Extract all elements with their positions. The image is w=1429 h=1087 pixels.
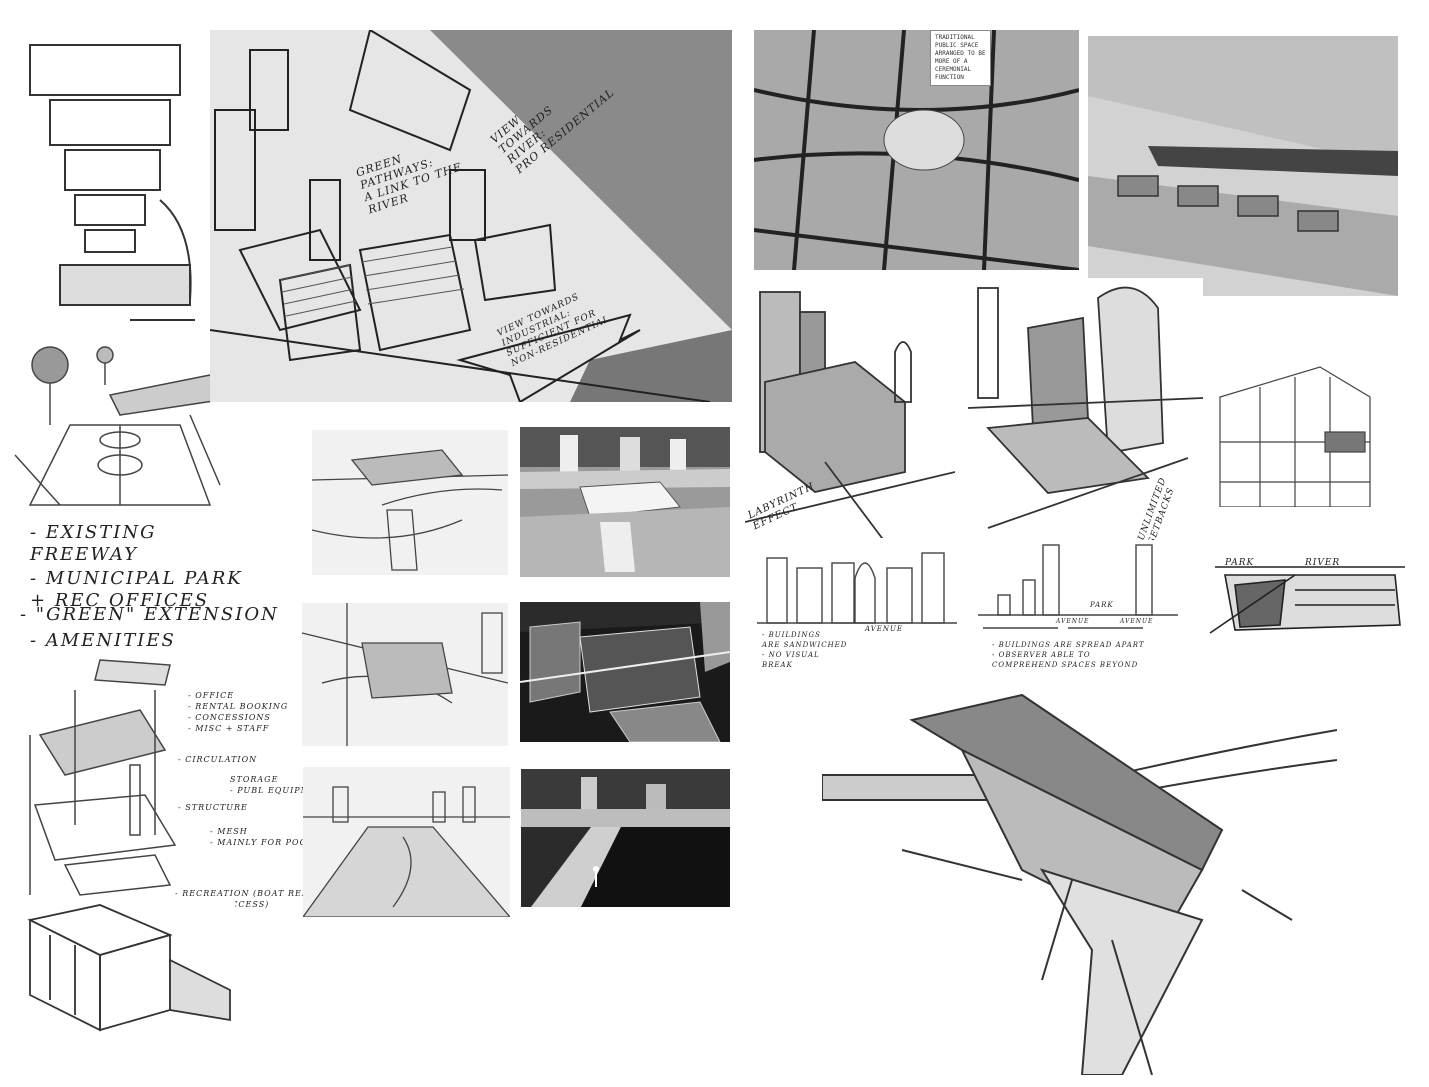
note-traditional-park: TRADITIONAL PUBLIC SPACE ARRANGED TO BE … <box>930 30 991 86</box>
note-avenue-3: AVENUE <box>1120 618 1154 625</box>
freeway-river-render-1 <box>520 427 730 577</box>
note-municipal-park: - MUNICIPAL PARK + REC OFFICES <box>30 568 243 611</box>
bridge-park-perspective-sketch <box>822 680 1337 1075</box>
note-green-extension: - "GREEN" EXTENSION <box>20 604 279 625</box>
historic-corner-sketch <box>745 282 955 542</box>
note-park-arrow: PARK <box>1225 558 1255 568</box>
note-avenue-2: AVENUE <box>1056 618 1090 625</box>
park-court-sketch <box>10 335 235 515</box>
note-office: - OFFICE - RENTAL BOOKING - CONCESSIONS … <box>188 691 289 733</box>
tower-cluster-sketch <box>968 278 1203 533</box>
city-grid-park-sketch <box>754 30 1079 270</box>
note-storage: STORAGE - PUBL EQUIPMENT <box>230 775 332 795</box>
freeway-river-sketch-1 <box>312 430 508 575</box>
pavilion-box-sketch <box>20 900 235 1040</box>
note-spread-apart: - BUILDINGS ARE SPREAD APART - OBSERVER … <box>992 641 1145 669</box>
note-amenities: - AMENITIES <box>30 630 176 651</box>
street-grid-plan-sketch <box>1215 352 1375 507</box>
sandwiched-section-sketch <box>757 538 957 638</box>
river-walk-render <box>521 769 730 907</box>
freeway-perspective-sketch <box>10 40 200 340</box>
freeway-river-sketch-2 <box>302 603 508 746</box>
note-river-arrow: RIVER <box>1305 558 1341 568</box>
note-circulation: - CIRCULATION <box>178 755 258 764</box>
note-park-section: PARK <box>1090 601 1114 609</box>
park-river-diagram <box>1205 545 1412 645</box>
freeway-river-render-2 <box>520 602 730 742</box>
note-structure: - STRUCTURE <box>178 803 248 812</box>
note-sandwiched: - BUILDINGS ARE SANDWICHED - NO VISUAL B… <box>762 631 848 669</box>
note-mesh: - MESH - MAINLY FOR POOL <box>210 827 314 847</box>
note-avenue-1: AVENUE <box>865 625 904 633</box>
river-walk-sketch <box>303 767 510 917</box>
amenities-exploded-axonometric <box>25 655 185 910</box>
riverfront-aerial-sketch <box>1088 36 1398 296</box>
site-massing-sketch <box>210 30 732 402</box>
note-existing-freeway: - EXISTING FREEWAY <box>30 522 157 565</box>
spread-section-sketch <box>978 540 1178 640</box>
